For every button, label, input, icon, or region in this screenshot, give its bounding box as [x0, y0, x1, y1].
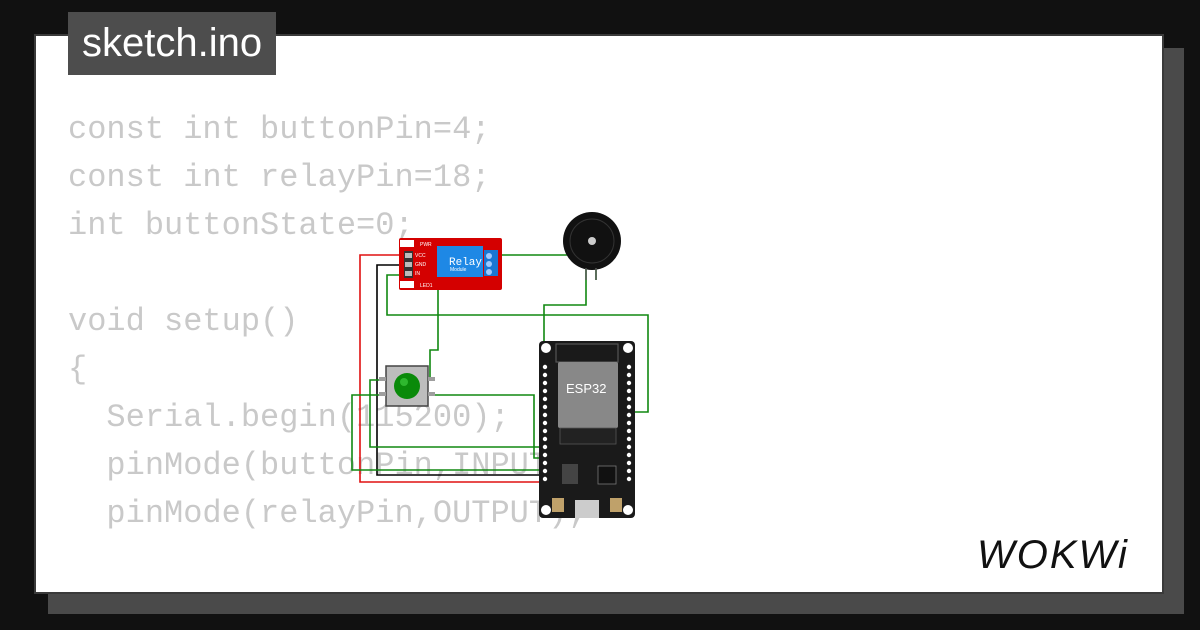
relay-module[interactable]: PWR VCC GND IN LED1 Relay Module [399, 238, 502, 290]
wire-gnd [376, 264, 540, 476]
code-line: Serial.begin(115200); [68, 399, 510, 436]
brand-name: WOKWi [977, 533, 1129, 577]
code-line: { [68, 351, 88, 388]
esp32-board[interactable]: ESP32 [539, 341, 635, 518]
relay-in-label: IN [415, 271, 420, 277]
wire-button-b [369, 379, 630, 448]
wire-button-c [351, 394, 540, 471]
code-line: } [68, 586, 586, 592]
relay-vcc-label: VCC [415, 253, 426, 259]
code-line: pinMode(relayPin,OUTPUT); [68, 495, 587, 532]
wire-button-a [429, 266, 439, 378]
relay-title: Relay [449, 257, 482, 269]
preview-card: const int buttonPin=4; const int relayPin… [34, 34, 1164, 594]
code-line: const int buttonPin=4; [68, 111, 491, 148]
code-line: void setup() [68, 303, 299, 340]
esp32-pins-right [626, 364, 632, 482]
wire-vcc [359, 254, 540, 483]
wires [351, 254, 649, 483]
filename-tab[interactable]: sketch.ino [68, 12, 277, 75]
code-line: const int relayPin=18; [68, 159, 491, 196]
code-line: int buttonState=0; [68, 207, 414, 244]
code-editor: const int buttonPin=4; const int relayPin… [68, 106, 587, 592]
relay-subtitle: Module [450, 267, 467, 273]
esp32-pins-left [542, 364, 548, 482]
wokwi-logo[interactable]: WOKWi [975, 530, 1150, 578]
relay-pwr-label: PWR [420, 242, 432, 248]
code-line: pinMode(buttonPin,INPUT); [68, 447, 587, 484]
wire-button-d [428, 394, 540, 459]
buzzer[interactable] [563, 212, 621, 280]
pushbutton[interactable] [379, 365, 435, 407]
relay-gnd-label: GND [415, 262, 427, 268]
relay-led-label: LED1 [420, 283, 433, 289]
esp32-label: ESP32 [566, 381, 606, 396]
wire-in [386, 274, 649, 413]
